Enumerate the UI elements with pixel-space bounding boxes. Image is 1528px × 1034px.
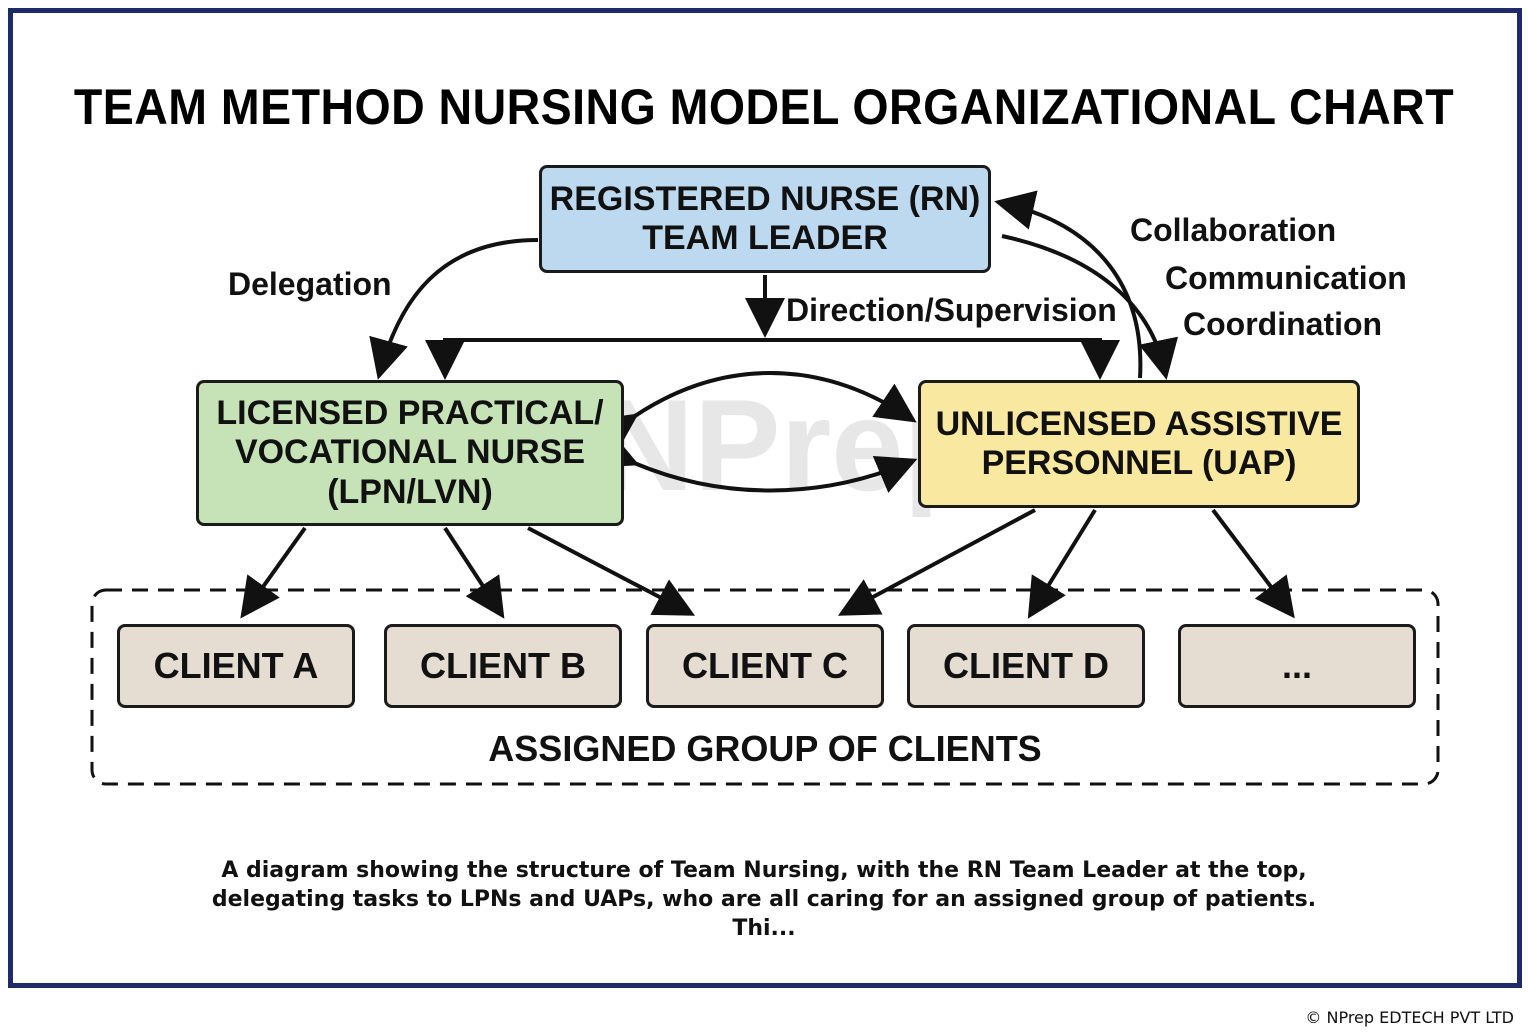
lpn-line1: LICENSED PRACTICAL/ [216, 394, 604, 433]
collaboration-arrow-down [1001, 234, 1179, 380]
assigned-group-label: ASSIGNED GROUP OF CLIENTS [488, 728, 1042, 769]
client-d-box: CLIENT D [907, 624, 1145, 708]
direction-supervision-label: Direction/Supervision [786, 292, 1117, 328]
communication-label: Communication [1165, 260, 1407, 296]
caption-line1: A diagram showing the structure of Team … [221, 858, 1307, 883]
lpn-lvn-box: LICENSED PRACTICAL/ VOCATIONAL NURSE (LP… [196, 380, 624, 526]
uap-to-client-c [837, 508, 1036, 616]
lpn-to-client-c [527, 526, 696, 616]
supervision-bar [443, 338, 1120, 380]
delegation-label: Delegation [228, 266, 392, 302]
uap-line2: PERSONNEL (UAP) [981, 444, 1297, 482]
coordination-label: Coordination [1183, 306, 1383, 342]
lpn-uap-arc-bottom [594, 430, 918, 493]
delegation-arrow [369, 238, 539, 380]
client-b-box: CLIENT B [384, 624, 622, 708]
rn-line1: REGISTERED NURSE (RN) [549, 179, 981, 218]
chart-title: TEAM METHOD NURSING MODEL ORGANIZATIONAL… [73, 79, 1455, 135]
client-more-box: ... [1178, 624, 1416, 708]
caption: A diagram showing the structure of Team … [100, 856, 1428, 943]
caption-line3: Thi... [732, 916, 796, 941]
lpn-line3: (LPN/LVN) [327, 472, 493, 511]
lpn-line2: VOCATIONAL NURSE [234, 433, 586, 472]
collaboration-label: Collaboration [1130, 212, 1337, 248]
uap-line1: UNLICENSED ASSISTIVE [935, 404, 1343, 443]
uap-to-client-more [1211, 508, 1295, 619]
uap-to-client-d [1027, 508, 1097, 619]
rn-team-leader-box: REGISTERED NURSE (RN) TEAM LEADER [539, 165, 991, 273]
rn-line2: TEAM LEADER [642, 219, 888, 257]
lpn-to-client-a [240, 526, 307, 619]
client-a-box: CLIENT A [117, 624, 355, 708]
copyright-text: © NPrep EDTECH PVT LTD [1305, 1008, 1514, 1027]
client-group-box [90, 588, 1440, 786]
lpn-uap-arc-top [594, 371, 917, 453]
client-c-box: CLIENT C [646, 624, 884, 708]
caption-line2: delegating tasks to LPNs and UAPs, who a… [211, 887, 1317, 912]
uap-box: UNLICENSED ASSISTIVE PERSONNEL (UAP) [918, 380, 1360, 508]
lpn-to-client-b [443, 526, 505, 619]
